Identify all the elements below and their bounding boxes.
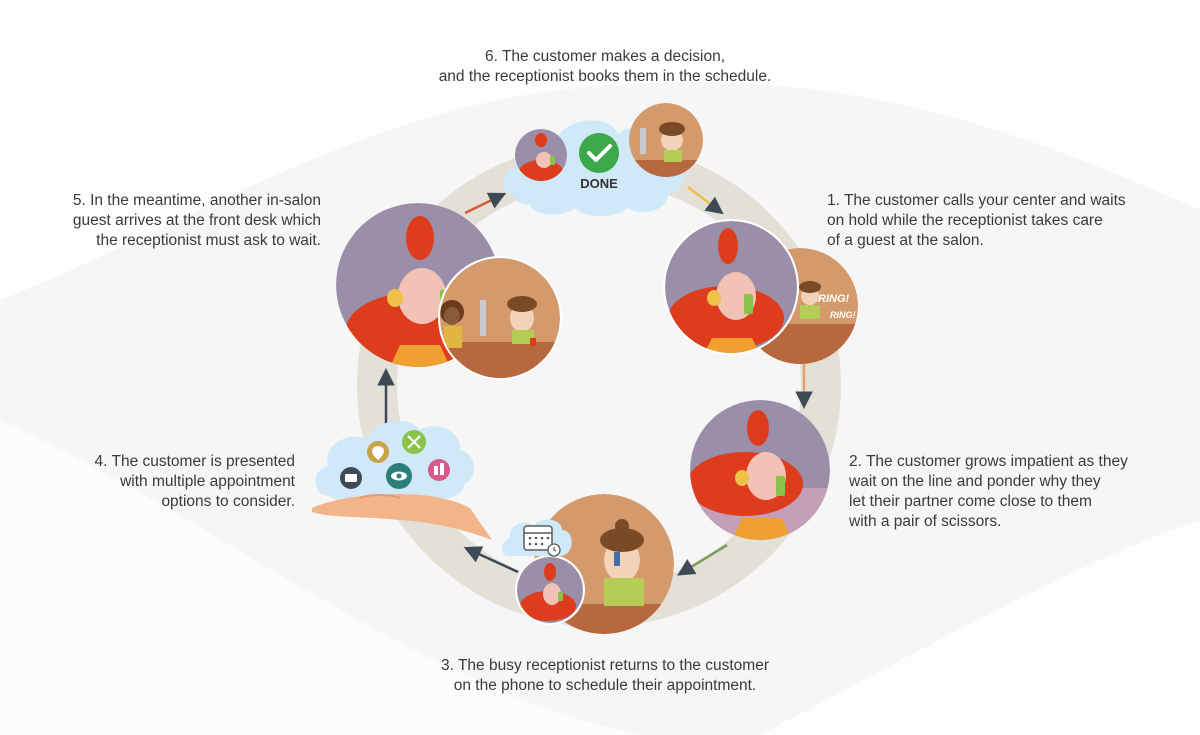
done-label: DONE	[580, 176, 618, 191]
arrow-2-to-3	[677, 543, 728, 576]
arrow-6-to-1	[687, 186, 724, 215]
arrow-5-to-6	[464, 192, 507, 215]
eye-icon	[386, 463, 412, 489]
step-5-caption: 5. In the meantime, another in-salon gue…	[72, 192, 321, 249]
step-5-illustration	[336, 203, 562, 380]
step-4-illustration	[312, 420, 492, 540]
step-3-illustration	[502, 494, 674, 634]
calendar-icon	[523, 525, 561, 557]
cosmetics-icon	[428, 459, 450, 481]
arrow-3-to-4	[463, 546, 519, 574]
step-4-caption: 4. The customer is presented with multip…	[94, 453, 295, 510]
map-pin-icon	[367, 441, 389, 463]
step-1-illustration: RING! RING!	[663, 219, 858, 364]
step-2-illustration	[690, 400, 830, 540]
scissors-icon	[402, 430, 426, 454]
step-6-caption: 6. The customer makes a decision, and th…	[438, 48, 772, 85]
svg-text:RING!: RING!	[818, 293, 850, 305]
open-hand	[312, 494, 492, 540]
checkmark-icon	[579, 133, 619, 173]
step-2-caption: 2. The customer grows impatient as they …	[849, 453, 1128, 530]
clock-icon	[340, 467, 362, 489]
step-3-caption: 3. The busy receptionist returns to the …	[441, 657, 769, 694]
svg-text:RING!: RING!	[830, 310, 856, 320]
step-1-caption: 1. The customer calls your center and wa…	[827, 192, 1126, 249]
step-6-illustration: DONE	[504, 103, 703, 217]
options-cloud	[315, 420, 475, 503]
cycle-arrows	[377, 186, 813, 576]
